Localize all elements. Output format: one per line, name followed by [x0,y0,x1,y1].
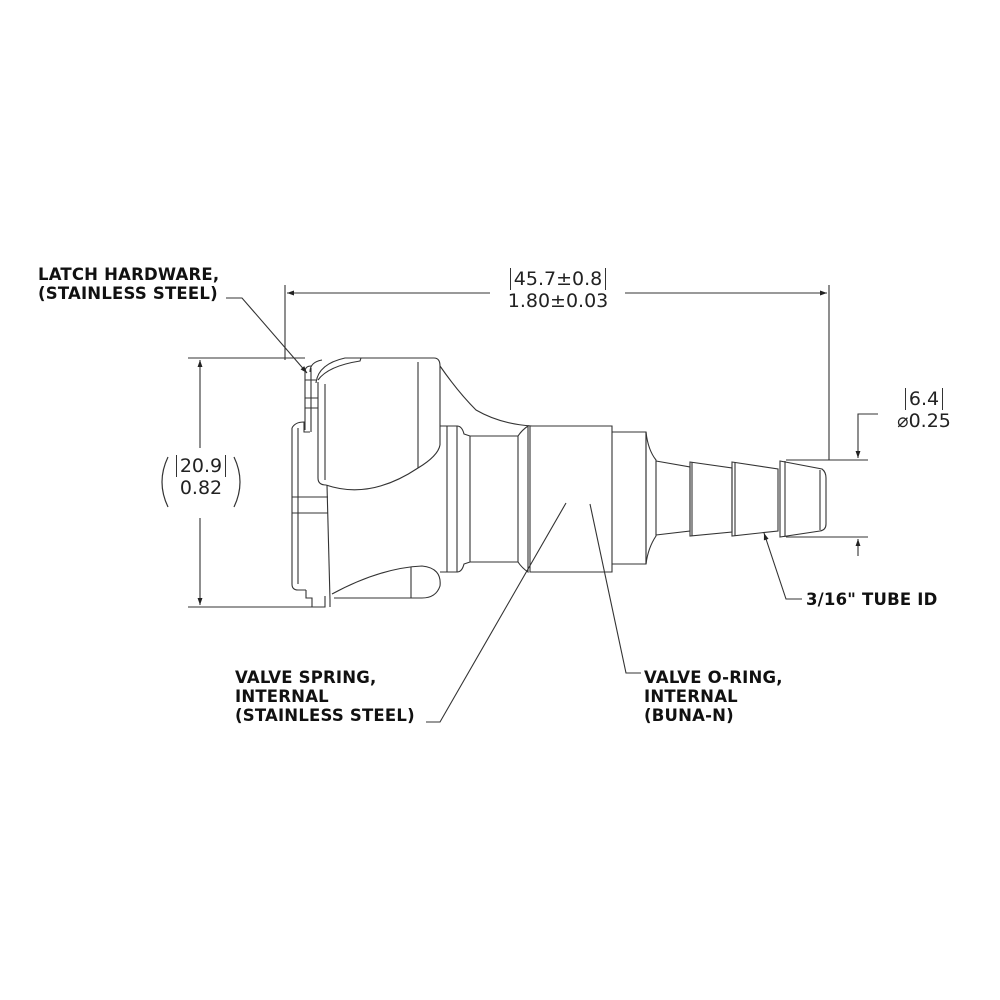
callout-valve-spring: VALVE SPRING, INTERNAL (STAINLESS STEEL) [235,668,415,725]
dimension-length: 45.7±0.8 1.80±0.03 [495,268,621,312]
dimension-barb-diameter: 6.4 ⌀0.25 [888,388,960,432]
callout-spring-line3: (STAINLESS STEEL) [235,706,415,725]
dimension-height: 20.9 0.82 [156,455,246,508]
callout-latch-line2: (STAINLESS STEEL) [38,284,218,303]
callout-tube-id: 3/16" TUBE ID [806,590,938,609]
dimension-length-metric: 45.7±0.8 [509,268,607,290]
callout-oring-line2: INTERNAL [644,687,738,706]
dimension-height-metric: 20.9 [175,455,227,477]
leader-lines [226,297,802,723]
callout-valve-oring: VALVE O-RING, INTERNAL (BUNA-N) [644,668,783,725]
dimension-length-imperial: 1.80±0.03 [507,290,609,312]
diameter-icon: ⌀ [897,410,909,432]
dimension-barb-metric: 6.4 [904,388,944,410]
callout-latch-hardware: LATCH HARDWARE, (STAINLESS STEEL) [38,265,219,303]
callout-tube-line1: 3/16" TUBE ID [806,590,938,609]
dimension-barb-imperial: 0.25 [908,410,951,432]
paren-icon [161,456,241,508]
dimension-height-imperial: 0.82 [179,477,223,499]
callout-spring-line1: VALVE SPRING, [235,668,377,687]
dimension-lines [188,285,878,608]
callout-latch-line1: LATCH HARDWARE, [38,265,220,284]
coupling-body [291,357,827,608]
callout-spring-line2: INTERNAL [235,687,329,706]
callout-oring-line1: VALVE O-RING, [644,668,783,687]
callout-oring-line3: (BUNA-N) [644,706,734,725]
